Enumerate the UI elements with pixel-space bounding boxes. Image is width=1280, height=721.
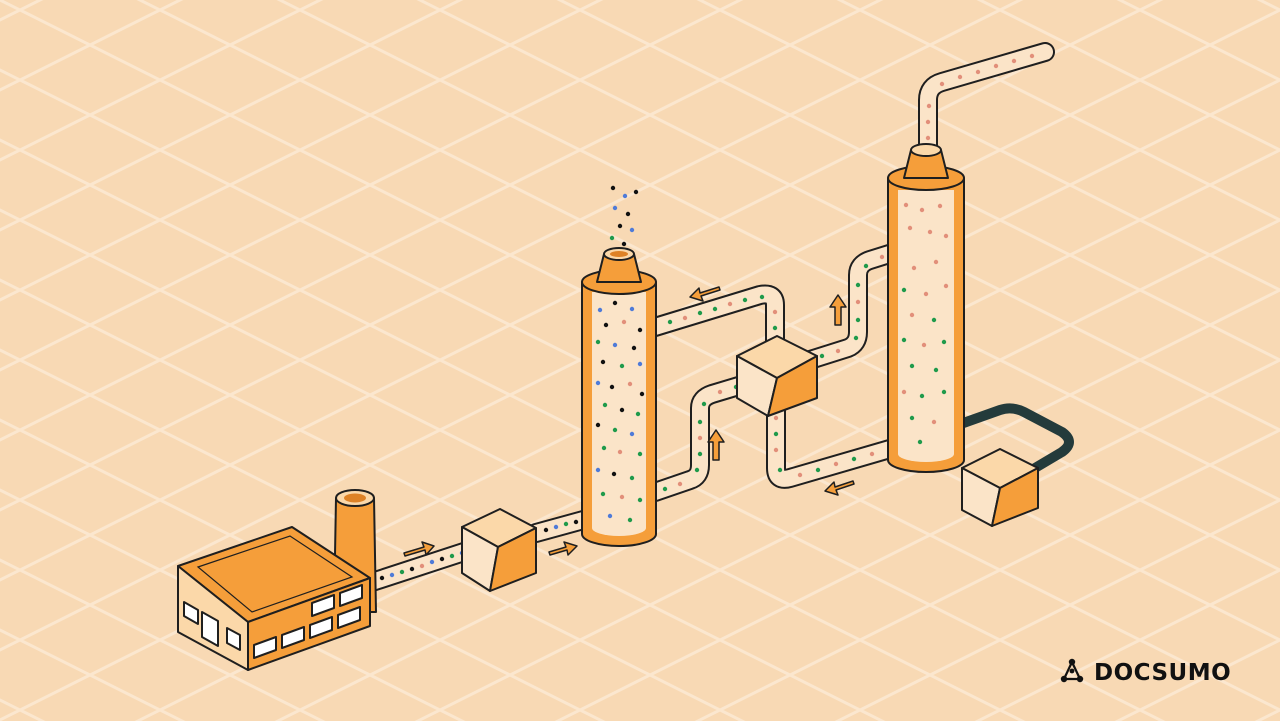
stripper-tower-icon	[887, 143, 965, 473]
factory-icon	[177, 489, 377, 671]
arrow-icon	[689, 286, 721, 302]
arrow-icon	[403, 541, 435, 557]
docsumo-node-icon	[1058, 657, 1086, 689]
arrow-icon	[548, 541, 578, 556]
brand-logo: DOCSUMO	[1058, 655, 1231, 691]
arrow-icon	[824, 480, 855, 496]
absorber-particles	[595, 185, 645, 523]
reboiler-icon	[961, 448, 1039, 527]
stripper-particles	[901, 202, 949, 445]
absorber-tower-icon	[581, 247, 657, 547]
reboiler-loop-pipe	[950, 403, 1074, 473]
heat-exchanger-icon	[736, 335, 818, 417]
arrow-icon	[829, 294, 847, 326]
arrow-icon	[707, 429, 725, 461]
blower-box	[461, 508, 537, 592]
flow-arrows	[403, 286, 855, 557]
brand-name: DOCSUMO	[1094, 660, 1232, 686]
